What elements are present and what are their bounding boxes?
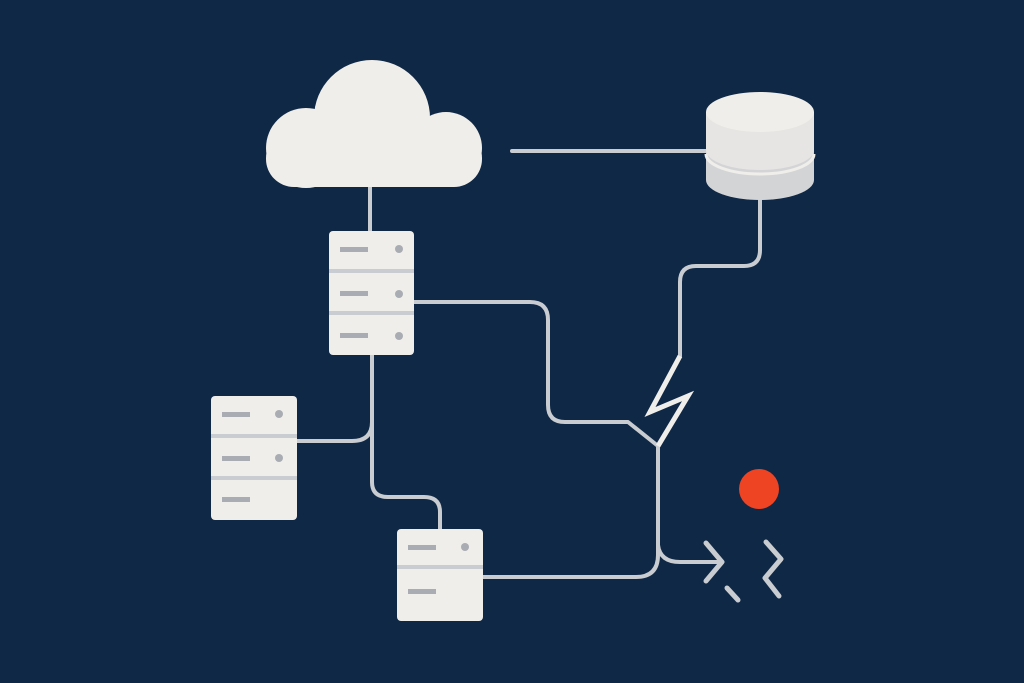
cloud-icon xyxy=(266,60,482,188)
lightning-bolt-icon xyxy=(644,354,695,448)
connector-server1-server3 xyxy=(370,418,442,531)
connector-server1-bolt xyxy=(412,300,660,448)
database-icon xyxy=(704,92,816,200)
server-icon xyxy=(211,396,297,520)
connector-bolt-down xyxy=(481,444,660,579)
alert-dot-icon xyxy=(739,469,779,509)
server-icon xyxy=(397,529,483,621)
broken-link-icon xyxy=(724,539,784,603)
connector-branch-arrow xyxy=(656,543,722,564)
server-icon xyxy=(329,231,414,355)
connector-database-bolt xyxy=(678,198,762,358)
arrow-right-icon xyxy=(703,540,725,584)
